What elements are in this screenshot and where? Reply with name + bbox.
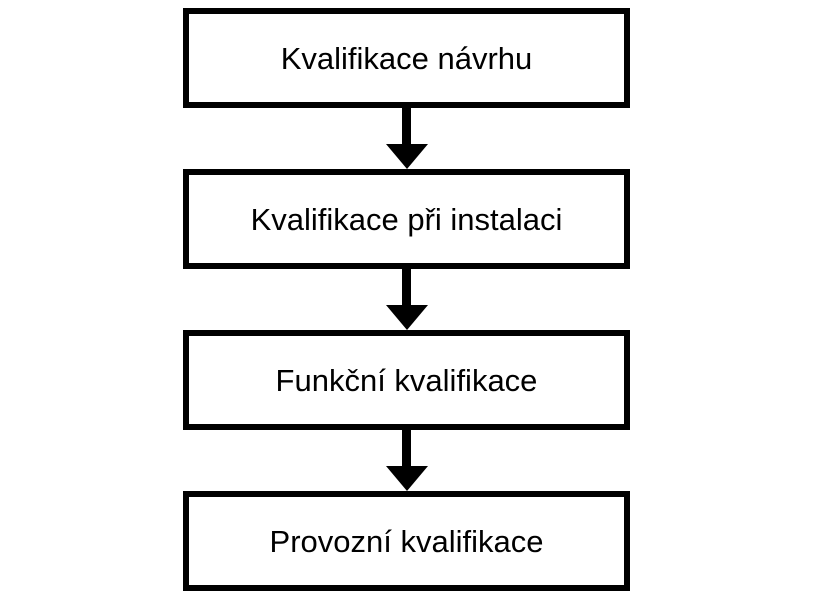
flow-node-functional-qualification: Funkční kvalifikace — [183, 330, 630, 430]
arrow-head — [385, 144, 428, 169]
node-label-installation-qualification: Kvalifikace při instalaci — [250, 201, 563, 237]
arrow-shaft — [402, 430, 411, 466]
arrow-head — [385, 305, 428, 330]
flow-node-design-qualification: Kvalifikace návrhu — [183, 8, 630, 108]
node-label-functional-qualification: Funkční kvalifikace — [275, 362, 538, 398]
flow-node-installation-qualification: Kvalifikace při instalaci — [183, 169, 630, 269]
down-arrow-icon — [385, 269, 428, 330]
arrow-head — [385, 466, 428, 491]
flow-node-operational-qualification: Provozní kvalifikace — [183, 491, 630, 591]
node-label-operational-qualification: Provozní kvalifikace — [269, 523, 544, 559]
node-label-design-qualification: Kvalifikace návrhu — [280, 40, 533, 76]
down-arrow-icon — [385, 430, 428, 491]
flowchart: Kvalifikace návrhu Kvalifikace při insta… — [183, 8, 630, 591]
arrow-shaft — [402, 108, 411, 144]
down-arrow-icon — [385, 108, 428, 169]
arrow-shaft — [402, 269, 411, 305]
